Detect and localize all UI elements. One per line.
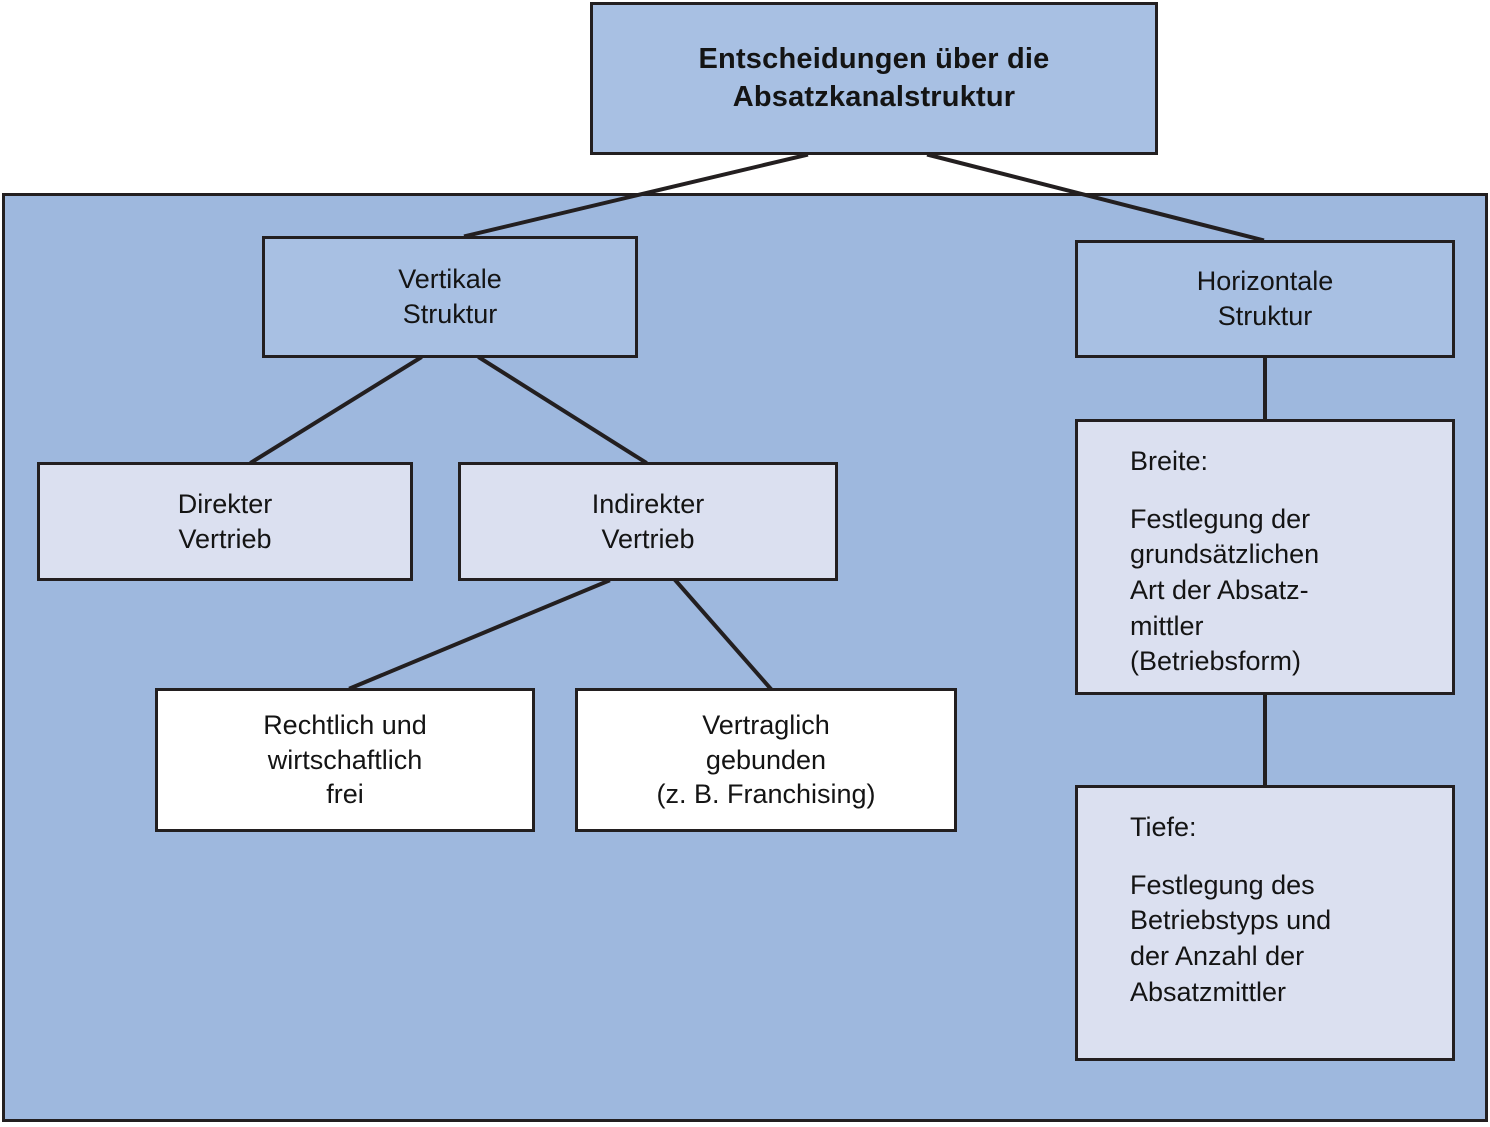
node-vertikale-line-2: Struktur [402, 299, 498, 329]
node-frei-line-2: wirtschaftlich [267, 744, 423, 775]
node-breite: Breite: Festlegung der grundsätzlichen A… [1075, 419, 1455, 695]
node-frei-line-3: frei [326, 779, 364, 810]
node-entscheidungen-absatzkanalstruktur: Entscheidungen über die Absatzkanalstruk… [590, 2, 1158, 155]
node-breite-line-3: Art der Absatz- [1130, 574, 1309, 605]
node-vertikale-line-1: Vertikale [398, 264, 502, 295]
node-tiefe-line-4: Absatzmittler [1130, 976, 1287, 1007]
node-breite-line-2: grundsätzlichen [1130, 539, 1320, 570]
node-vertraglich-line-3: (z. B. Franchising) [656, 779, 876, 810]
node-direkter-vertrieb: Direkter Vertrieb [37, 462, 413, 581]
node-tiefe: Tiefe: Festlegung des Betriebstyps und d… [1075, 785, 1455, 1061]
node-vertraglich-line-2: gebunden [705, 744, 827, 775]
node-breite-heading: Breite: [1130, 446, 1209, 476]
node-direkt-line-1: Direkter [177, 488, 273, 519]
node-indirekt-line-2: Vertrieb [601, 523, 695, 554]
node-rechtlich-wirtschaftlich-frei: Rechtlich und wirtschaftlich frei [155, 688, 535, 832]
node-vertikale-struktur: Vertikale Struktur [262, 236, 638, 358]
node-horizontale-struktur: Horizontale Struktur [1075, 240, 1455, 358]
node-title-line-1: Entscheidungen über die [698, 43, 1050, 76]
node-horizontale-line-1: Horizontale [1196, 266, 1334, 297]
node-breite-line-1: Festlegung der [1130, 503, 1311, 534]
node-breite-line-5: (Betriebsform) [1130, 646, 1302, 677]
node-tiefe-heading: Tiefe: [1130, 812, 1197, 842]
node-indirekter-vertrieb: Indirekter Vertrieb [458, 462, 838, 581]
node-vertraglich-line-1: Vertraglich [702, 710, 830, 741]
node-breite-line-4: mittler [1130, 610, 1204, 641]
node-horizontale-line-2: Struktur [1217, 301, 1313, 331]
node-direkt-line-2: Vertrieb [178, 523, 272, 554]
node-vertraglich-gebunden: Vertraglich gebunden (z. B. Franchising) [575, 688, 957, 832]
node-tiefe-line-3: der Anzahl der [1130, 940, 1305, 971]
node-indirekt-line-1: Indirekter [591, 488, 705, 519]
node-tiefe-line-1: Festlegung des [1130, 869, 1315, 900]
node-tiefe-line-2: Betriebstyps und [1130, 905, 1332, 936]
node-title-line-2: Absatzkanalstruktur [732, 80, 1016, 113]
node-frei-line-1: Rechtlich und [263, 710, 427, 741]
